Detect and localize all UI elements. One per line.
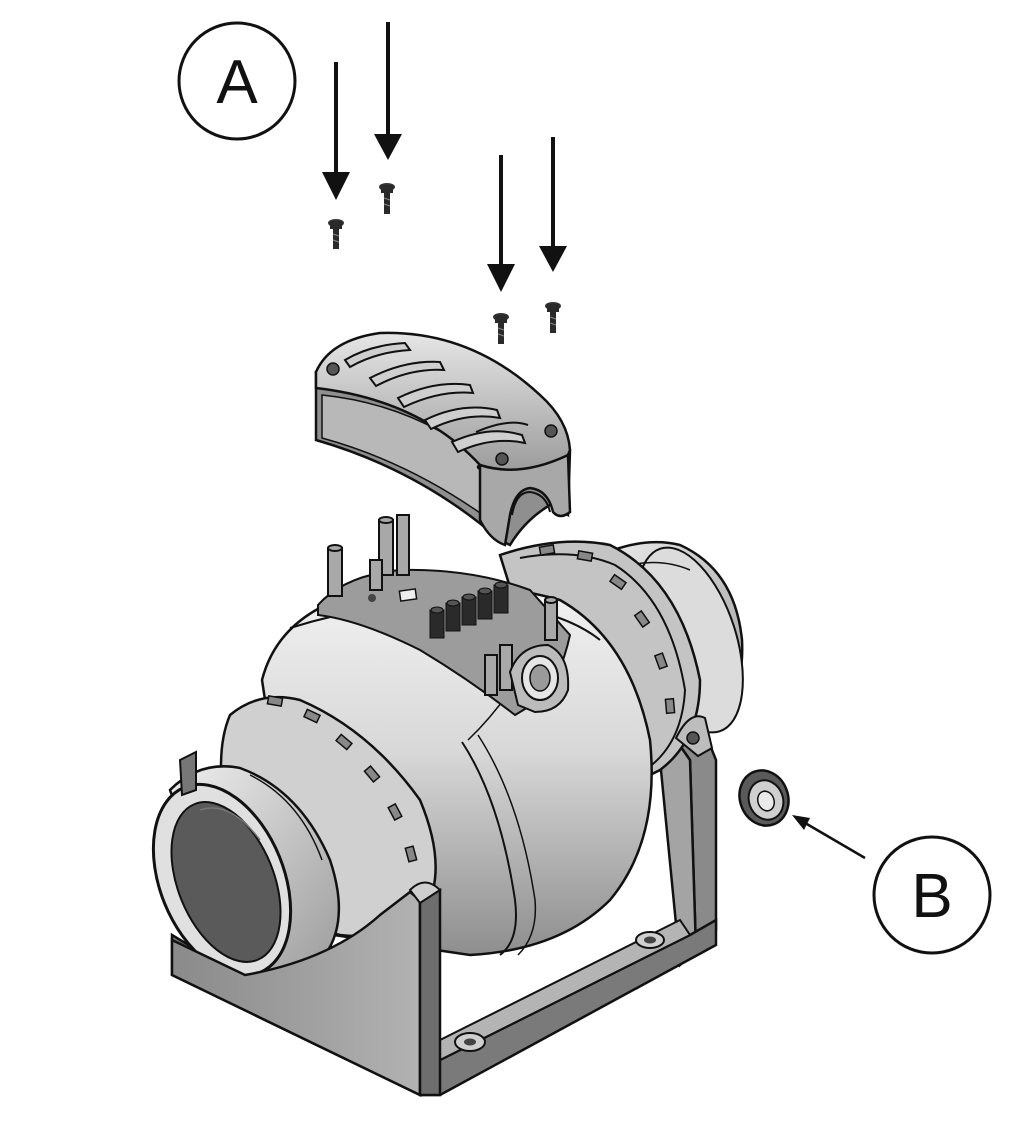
- cable-gland: [508, 643, 570, 714]
- arrow-3: [487, 155, 515, 292]
- screw-4: [545, 302, 561, 333]
- base-holes: [454, 931, 665, 1052]
- callout-b-letter: B: [911, 862, 952, 931]
- screw-arrows: [322, 22, 567, 292]
- arrow-2: [374, 22, 402, 160]
- bracket-hinge: [674, 715, 714, 758]
- arrow-1: [322, 62, 350, 200]
- terminal-block-area: [317, 514, 572, 717]
- arrow-4: [539, 137, 567, 272]
- screw-2: [379, 183, 395, 214]
- cable-grommet: [738, 769, 790, 827]
- grommet-arrow: [792, 815, 866, 860]
- screw-3: [493, 313, 509, 344]
- inline-duct-fan: [151, 514, 744, 978]
- screw-posts: [327, 514, 558, 696]
- terminal-cover: [314, 331, 572, 547]
- bracket-front-upright: [170, 750, 442, 1097]
- inlet-spigot: [151, 765, 341, 978]
- terminal-strip: [429, 581, 509, 639]
- screw-1: [328, 219, 344, 249]
- screws: [328, 183, 561, 344]
- callout-a: A: [177, 21, 297, 141]
- callout-b: B: [872, 835, 992, 955]
- callout-a-letter: A: [216, 48, 258, 117]
